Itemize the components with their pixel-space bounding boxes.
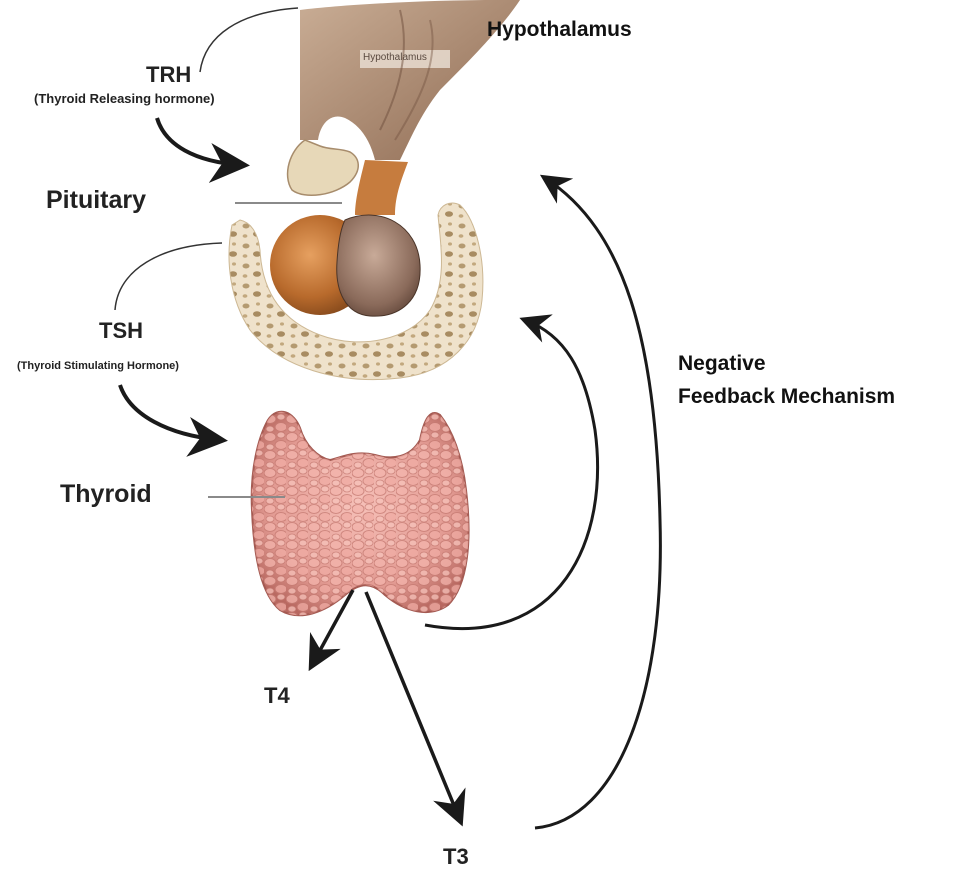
feedback-label-line2: Feedback Mechanism: [678, 385, 895, 409]
t4-label: T4: [264, 683, 290, 709]
trh-full-name: (Thyroid Releasing hormone): [34, 91, 215, 106]
hypothalamus-label: Hypothalamus: [487, 18, 632, 42]
trh-arrow: [157, 118, 242, 165]
t3-label: T3: [443, 844, 469, 870]
trh-leader-line: [200, 8, 298, 72]
tsh-full-name: (Thyroid Stimulating Hormone): [17, 360, 179, 372]
tsh-arrow: [120, 385, 220, 440]
tsh-leader-line: [115, 243, 222, 310]
pituitary-label: Pituitary: [46, 186, 146, 215]
hypothalamus-inset-label: Hypothalamus: [363, 52, 427, 63]
thyroid-label: Thyroid: [60, 480, 152, 509]
feedback-arrow-to-hypothalamus: [535, 178, 660, 828]
trh-label: TRH: [146, 62, 191, 88]
tsh-label: TSH: [99, 318, 143, 344]
feedback-label-line1: Negative: [678, 352, 766, 376]
t3-arrow: [366, 592, 460, 820]
thyroid-gland: [252, 412, 469, 616]
